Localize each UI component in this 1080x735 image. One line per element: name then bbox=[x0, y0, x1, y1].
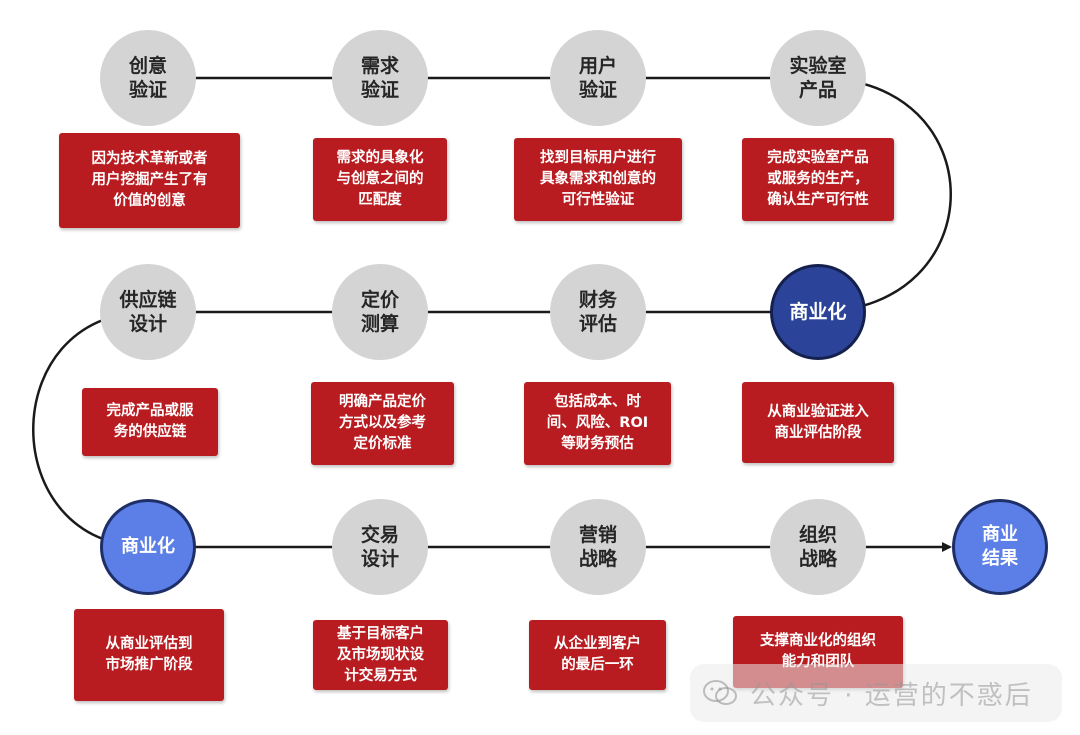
desc-pricing-calculation: 明确产品定价 方式以及参考 定价标准 bbox=[311, 382, 454, 465]
node-lab-product: 实验室 产品 bbox=[770, 30, 866, 126]
node-business-result: 商业 结果 bbox=[952, 499, 1048, 595]
desc-demand-validation: 需求的具象化 与创意之间的 匹配度 bbox=[313, 138, 447, 221]
watermark-text: 公众号 · 运营的不惑后 bbox=[750, 680, 1033, 711]
node-transaction-design: 交易 设计 bbox=[332, 499, 428, 595]
node-marketing-strategy: 营销 战略 bbox=[550, 499, 646, 595]
node-user-validation: 用户 验证 bbox=[550, 30, 646, 126]
desc-transaction-design: 基于目标客户 及市场现状设 计交易方式 bbox=[313, 620, 448, 690]
node-pricing-calculation: 定价 测算 bbox=[332, 264, 428, 360]
node-commercialization-start: 商业化 bbox=[770, 264, 866, 360]
wechat-icon bbox=[703, 680, 737, 705]
desc-commercialization-start: 从商业验证进入 商业评估阶段 bbox=[742, 382, 894, 463]
node-commercialization-market: 商业化 bbox=[100, 499, 196, 595]
desc-commercialization-market: 从商业评估到 市场推广阶段 bbox=[74, 609, 224, 701]
desc-idea-validation: 因为技术革新或者 用户挖掘产生了有 价值的创意 bbox=[59, 133, 240, 228]
watermark: 公众号 · 运营的不惑后 bbox=[690, 664, 1062, 722]
desc-supply-chain-design: 完成产品或服 务的供应链 bbox=[82, 388, 218, 456]
node-idea-validation: 创意 验证 bbox=[100, 30, 196, 126]
desc-financial-evaluation: 包括成本、时 间、风险、ROI 等财务预估 bbox=[524, 382, 671, 465]
node-demand-validation: 需求 验证 bbox=[332, 30, 428, 126]
right-curve bbox=[817, 76, 952, 314]
left-curve bbox=[32, 310, 149, 549]
node-organization-strategy: 组织 战略 bbox=[770, 499, 866, 595]
node-financial-evaluation: 财务 评估 bbox=[550, 264, 646, 360]
desc-marketing-strategy: 从企业到客户 的最后一环 bbox=[529, 620, 666, 690]
desc-user-validation: 找到目标用户进行 具象需求和创意的 可行性验证 bbox=[514, 138, 682, 221]
node-supply-chain-design: 供应链 设计 bbox=[100, 264, 196, 360]
desc-lab-product: 完成实验室产品 或服务的生产， 确认生产可行性 bbox=[742, 138, 894, 221]
